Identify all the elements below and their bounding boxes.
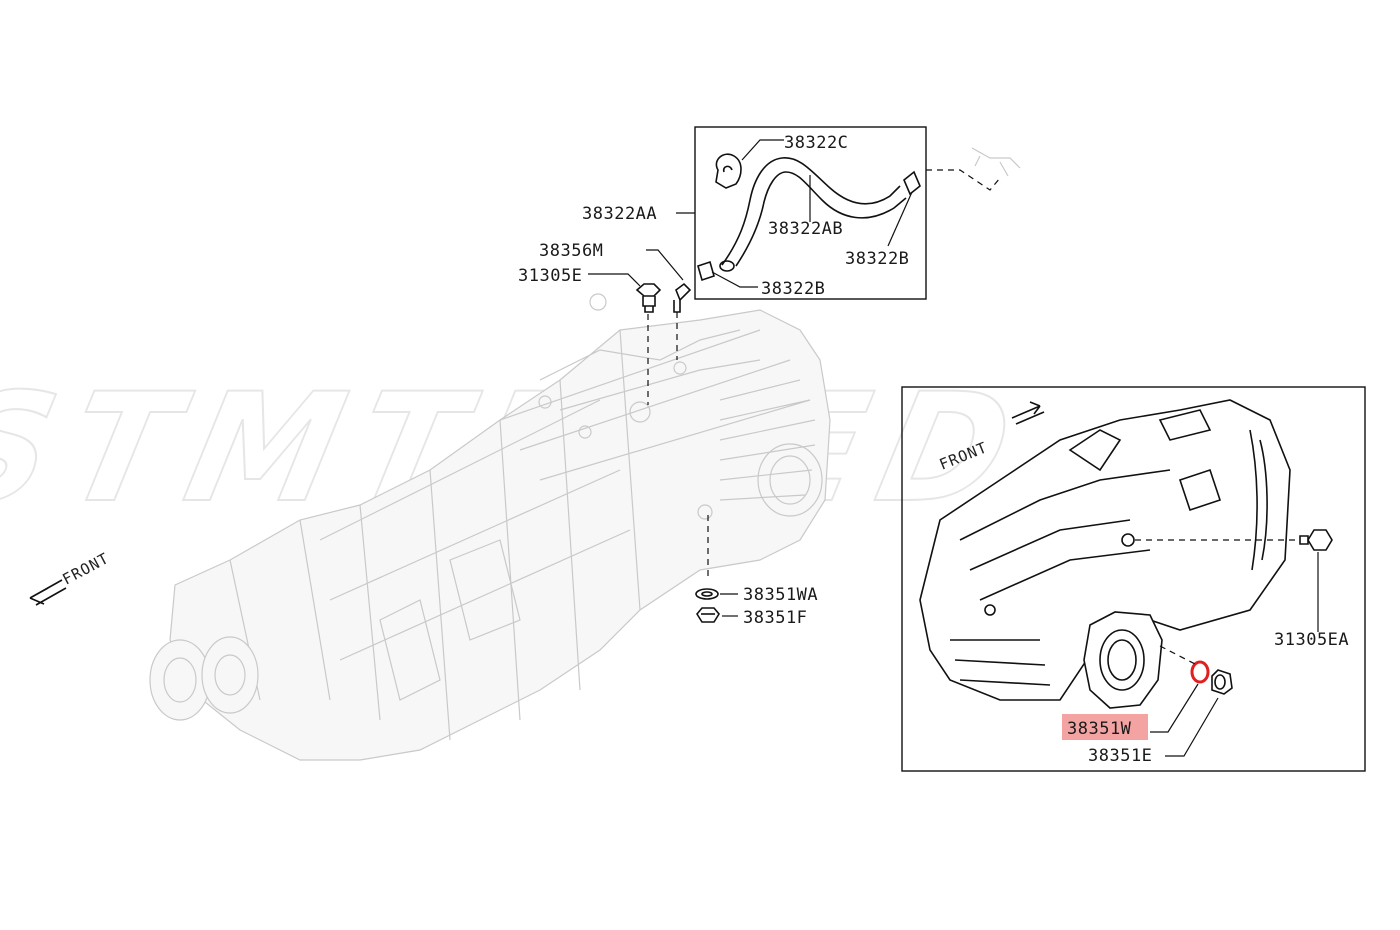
gasket-38351w	[1190, 660, 1210, 684]
callout-38351w: 38351W	[1067, 719, 1132, 739]
front-arrow-main: FRONT	[29, 549, 112, 606]
callout-31305e: 31305E	[518, 266, 582, 286]
highlight-38351w	[1062, 714, 1148, 740]
callout-38351f: 38351F	[743, 608, 807, 628]
callout-38322b-right: 38322B	[845, 249, 909, 269]
plug-38351f	[696, 607, 720, 623]
breather-hose	[697, 153, 921, 282]
callout-38322c: 38322C	[784, 133, 848, 153]
callout-38322b-bottom: 38322B	[761, 279, 825, 299]
breather-fitting	[673, 282, 692, 313]
bolt-31305e	[635, 283, 662, 313]
bolt-31305ea	[1299, 529, 1333, 551]
transmission-inset-illustration	[919, 399, 1291, 709]
transmission-main-illustration	[149, 293, 831, 761]
callout-38322aa: 38322AA	[582, 204, 657, 224]
callout-38351e: 38351E	[1088, 746, 1152, 766]
inset-detail-box	[901, 386, 1366, 772]
plug-38351e	[1211, 669, 1233, 695]
washer-38351wa	[695, 588, 719, 600]
front-label-main: FRONT	[59, 549, 112, 588]
callout-38356m: 38356M	[539, 241, 603, 261]
callout-38351wa: 38351WA	[743, 585, 818, 605]
ref-connector	[971, 147, 1021, 177]
callout-31305ea: 31305EA	[1274, 630, 1349, 650]
callout-38322ab: 38322AB	[768, 219, 843, 239]
